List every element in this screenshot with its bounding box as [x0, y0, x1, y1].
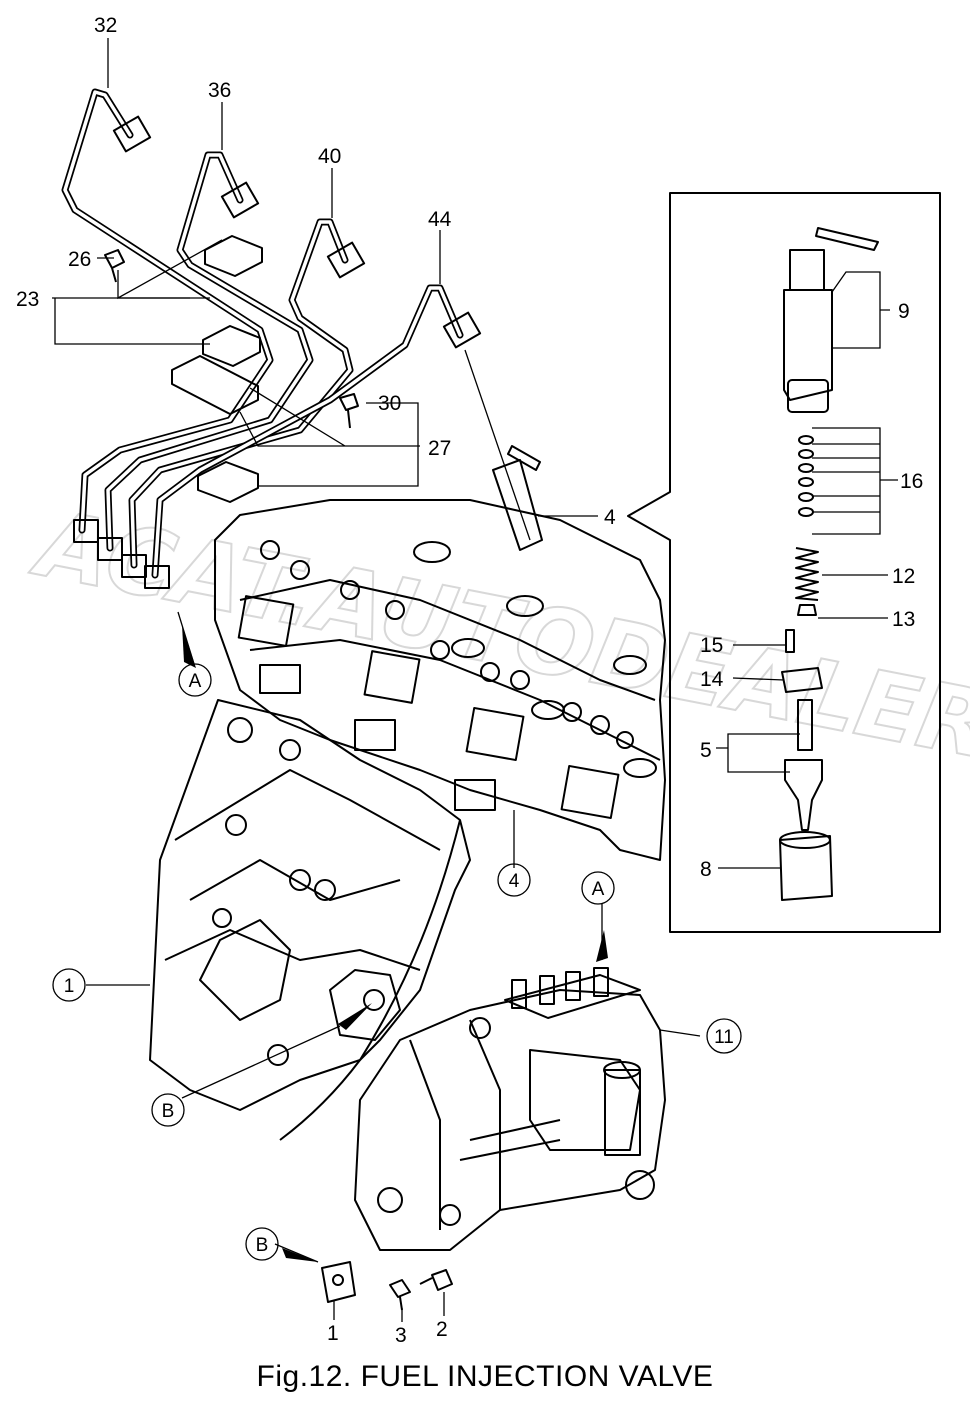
label-32: 32: [94, 14, 117, 37]
cylinder-head: [214, 499, 666, 861]
svg-text:A: A: [592, 879, 605, 900]
injection-pump: [354, 967, 666, 1251]
nozzle-5: [784, 699, 823, 831]
label-36: 36: [208, 79, 231, 102]
label-12: 12: [892, 565, 915, 588]
label-27: 27: [428, 437, 451, 460]
label-13: 13: [892, 608, 915, 631]
label-15: 15: [700, 634, 723, 657]
svg-text:11: 11: [714, 1027, 734, 1048]
injection-pipes: [61, 88, 531, 589]
spacer-14: [781, 667, 823, 693]
circled-label-b-bracket: B: [245, 1227, 279, 1261]
circled-label-a-pump: A: [581, 871, 615, 905]
watermark: ACAT.AUTODEALER.RU: [23, 488, 970, 815]
stay-bracket: [321, 1261, 453, 1311]
label-4-detail: 4: [604, 506, 616, 529]
circled-label-11: 11: [706, 1018, 742, 1054]
engine-block: [149, 699, 471, 1141]
svg-text:B: B: [256, 1235, 269, 1256]
head-bolt-holes: [260, 540, 657, 778]
pin-15: [785, 629, 795, 653]
svg-text:4: 4: [509, 871, 520, 892]
label-1-bracket: 1: [327, 1322, 339, 1345]
nozzle-holder: [783, 227, 879, 413]
pipe-clamps: [104, 235, 359, 503]
label-23: 23: [16, 288, 39, 311]
circled-labels: 1 4 11 A A B B: [52, 663, 742, 1261]
nozzle-nut-8: [779, 835, 833, 901]
installed-injector: [492, 445, 543, 551]
figure-caption: Fig.12. FUEL INJECTION VALVE: [256, 1360, 714, 1393]
circled-label-1: 1: [52, 968, 86, 1002]
head-ports: [237, 595, 620, 820]
label-9: 9: [898, 300, 910, 323]
washers-16: [798, 435, 814, 517]
injector-detail-box: [627, 192, 941, 933]
part-number-labels: 32 36 40 44 26 23 30 27 4 9 16 12 13 15 …: [16, 14, 923, 1347]
spring-12: [795, 547, 819, 601]
label-5: 5: [700, 739, 712, 762]
label-44: 44: [428, 208, 452, 231]
label-30: 30: [378, 392, 401, 415]
label-2: 2: [436, 1318, 448, 1341]
leader-lines: [52, 38, 898, 1322]
delivery-valves: [511, 967, 609, 1009]
svg-text:A: A: [189, 671, 202, 692]
label-14: 14: [700, 668, 724, 691]
label-16: 16: [900, 470, 923, 493]
watermark-text: ACAT.AUTODEALER.RU: [24, 489, 970, 814]
svg-text:B: B: [162, 1101, 175, 1122]
circled-label-a-top: A: [178, 663, 212, 697]
label-3: 3: [395, 1324, 407, 1347]
reference-arrows: [177, 611, 608, 1263]
pipe-nuts: [73, 115, 531, 589]
svg-text:1: 1: [64, 976, 75, 997]
label-26: 26: [68, 248, 91, 271]
circled-label-b-block: B: [151, 1093, 185, 1127]
seat-13: [797, 604, 817, 616]
circled-label-4: 4: [497, 863, 531, 897]
label-40: 40: [318, 145, 341, 168]
label-8: 8: [700, 858, 712, 881]
